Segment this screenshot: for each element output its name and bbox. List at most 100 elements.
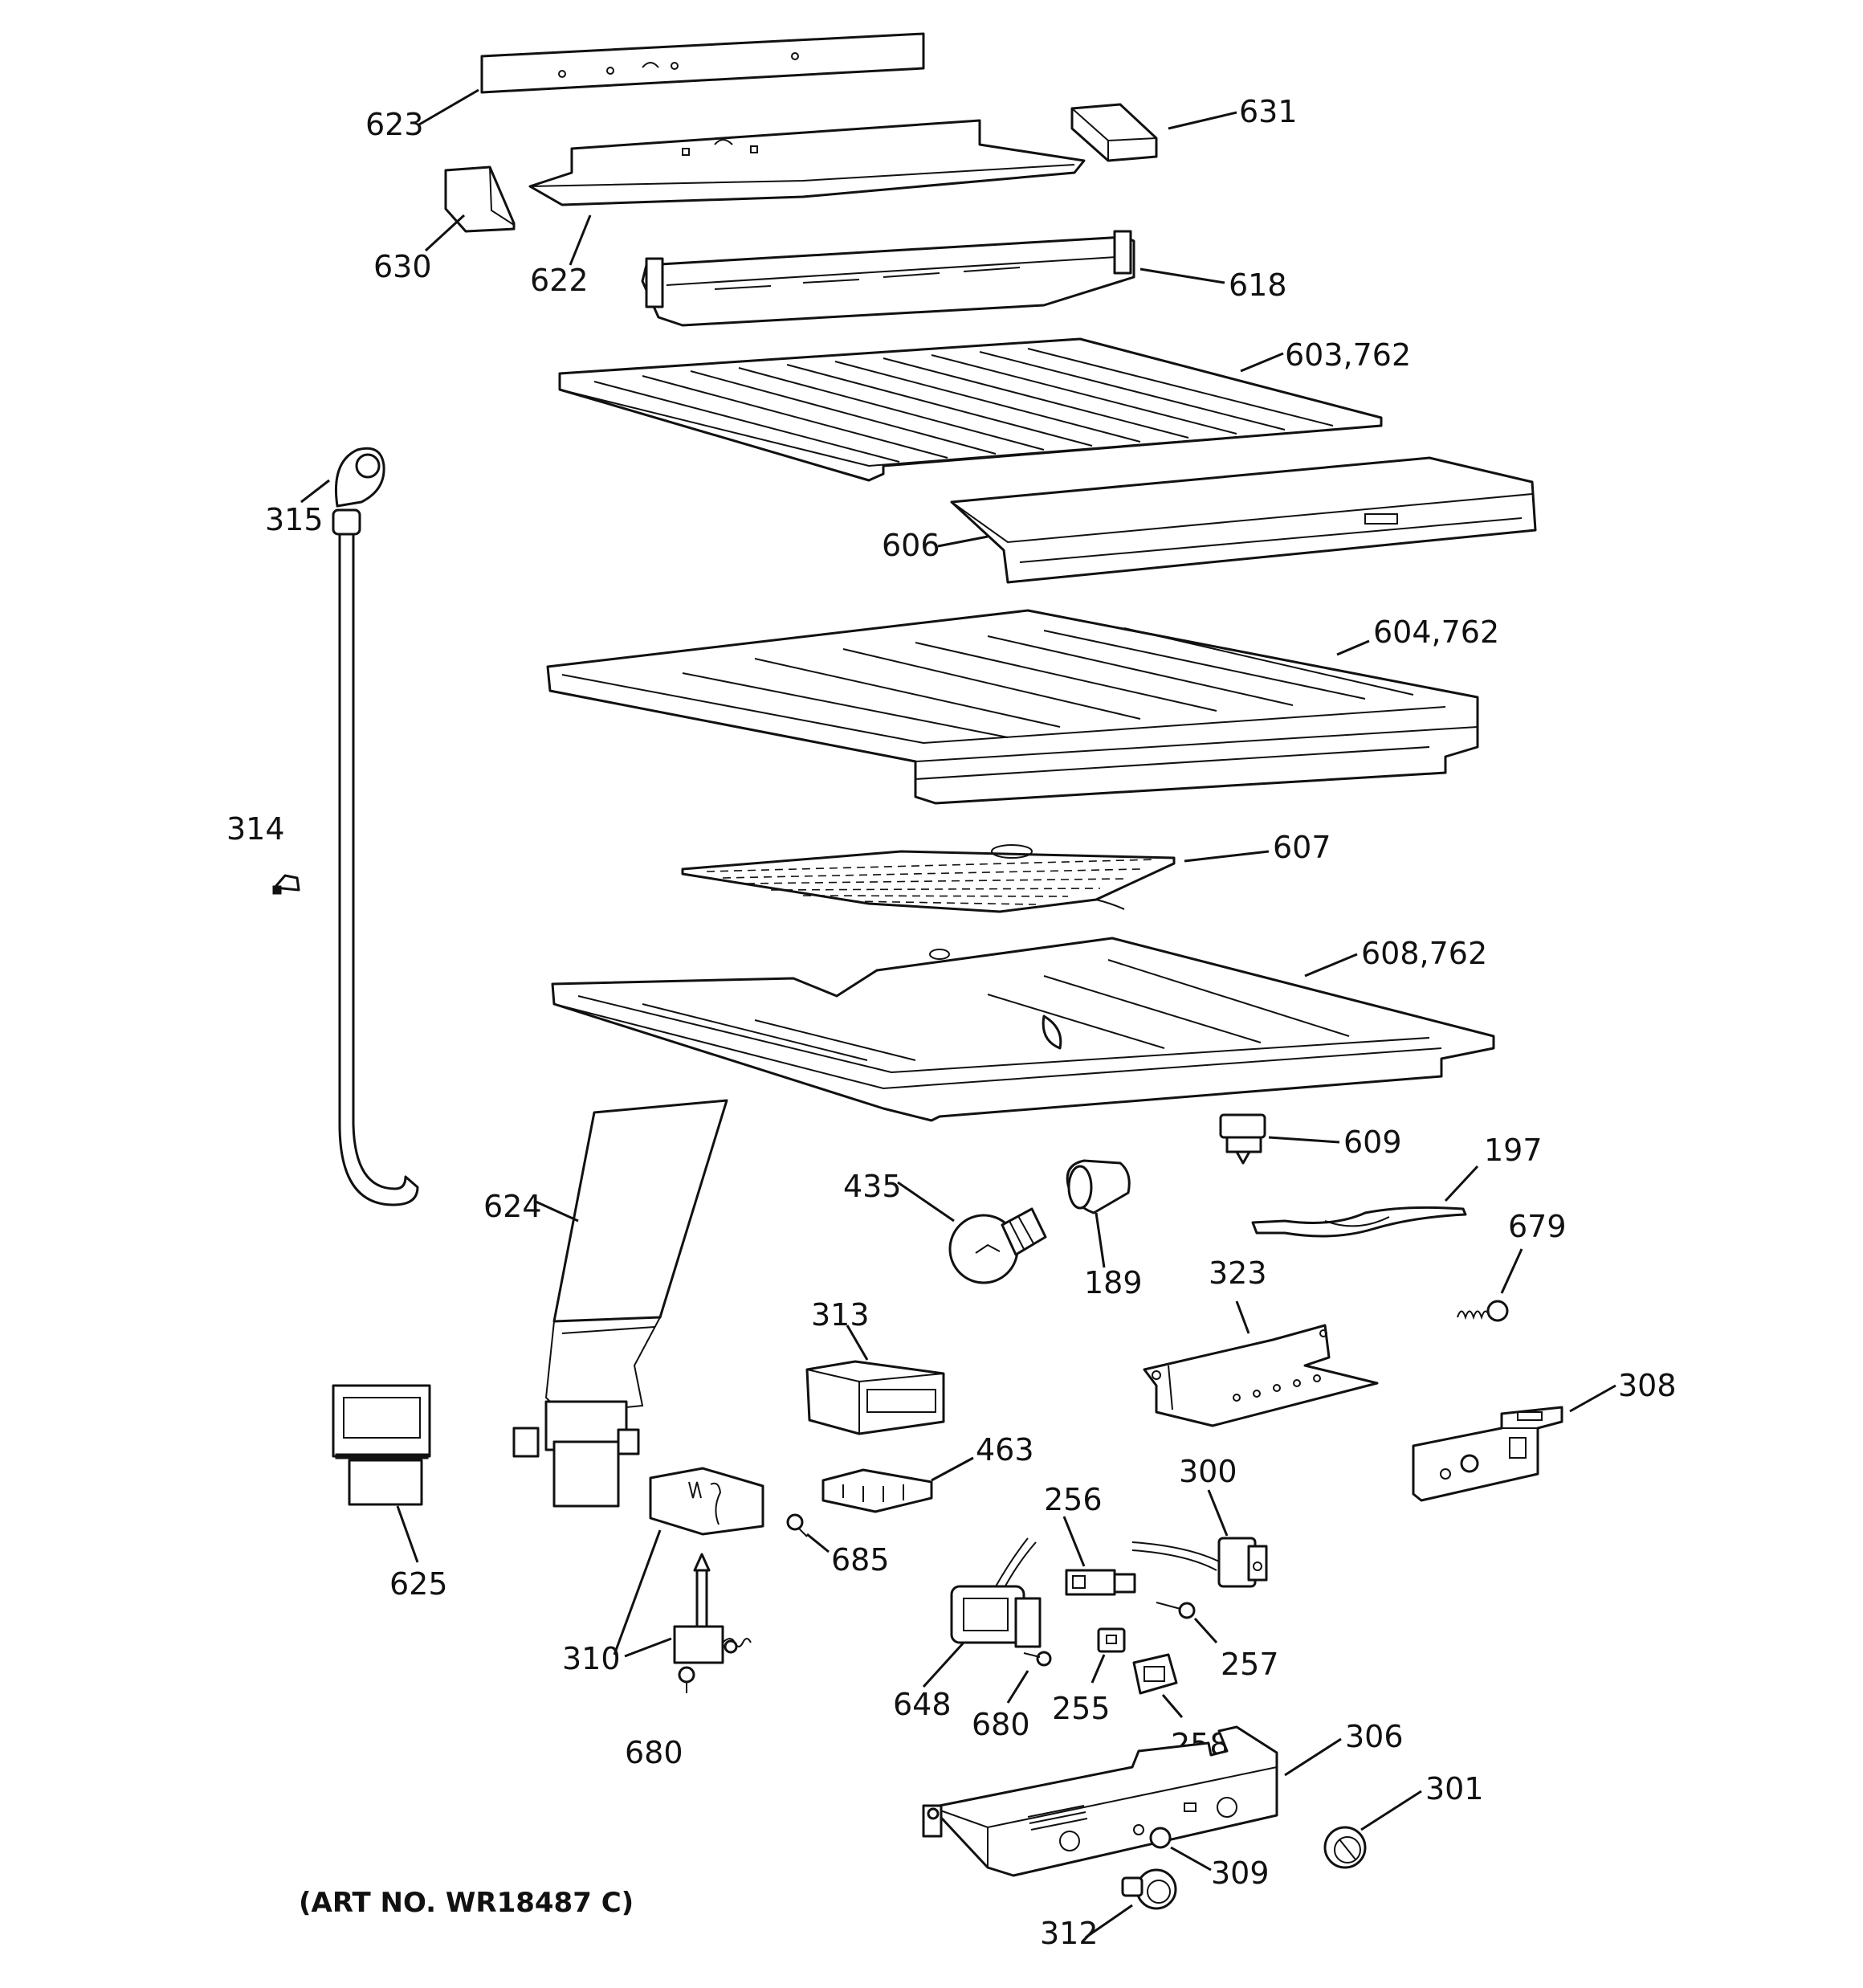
part-256-switch: [1065, 1569, 1136, 1596]
leader-679: [1500, 1248, 1523, 1294]
part-624-damper-duct: [512, 1099, 728, 1508]
leader-256: [1062, 1516, 1086, 1567]
leader-630: [424, 214, 466, 252]
leader-313: [846, 1325, 869, 1361]
callout-680-left: 680: [625, 1735, 683, 1770]
callout-256: 256: [1044, 1482, 1103, 1517]
callout-603: 603,762: [1285, 337, 1411, 373]
leader-310a: [613, 1529, 662, 1655]
leader-255: [1090, 1654, 1106, 1684]
part-648-motor: [950, 1537, 1042, 1648]
part-189-socket: [1066, 1159, 1131, 1214]
leader-300: [1207, 1489, 1229, 1537]
leader-603: [1240, 352, 1284, 373]
leader-309: [1170, 1846, 1212, 1872]
callout-648: 648: [893, 1687, 952, 1722]
callout-631: 631: [1239, 94, 1298, 129]
leader-306: [1284, 1737, 1342, 1777]
part-680-screw-right: [1023, 1651, 1052, 1667]
part-604-shelf-frame: [546, 609, 1479, 805]
callout-685: 685: [831, 1542, 890, 1578]
part-323-bracket: [1143, 1324, 1379, 1427]
leader-625: [396, 1505, 419, 1563]
part-463-grille: [821, 1468, 933, 1513]
part-309-insert: [1149, 1827, 1172, 1849]
leader-609: [1268, 1136, 1340, 1144]
callout-314: 314: [226, 811, 285, 847]
part-301-knob: [1323, 1826, 1367, 1869]
leader-618: [1139, 267, 1225, 284]
callout-607: 607: [1273, 830, 1331, 865]
callout-323: 323: [1209, 1255, 1267, 1291]
part-257-screw: [1156, 1602, 1196, 1619]
callout-623: 623: [365, 107, 424, 142]
part-197-sensor: [1251, 1206, 1467, 1238]
callout-622: 622: [530, 263, 589, 298]
part-631-end-cap: [1070, 103, 1158, 162]
callout-609: 609: [1343, 1125, 1402, 1160]
part-680-screw-left: [678, 1666, 695, 1693]
leader-604: [1336, 639, 1370, 656]
leader-435: [897, 1181, 955, 1223]
leader-685: [806, 1533, 830, 1553]
part-310-thermostat: [649, 1467, 764, 1664]
leader-197: [1444, 1165, 1479, 1202]
callout-189: 189: [1084, 1265, 1143, 1300]
callout-197: 197: [1484, 1133, 1543, 1168]
callout-312: 312: [1040, 1916, 1099, 1951]
leader-608: [1304, 953, 1358, 978]
part-685-screw: [786, 1513, 808, 1537]
leader-315: [300, 479, 330, 504]
callout-606: 606: [882, 528, 940, 563]
leader-310b: [624, 1637, 672, 1658]
leader-189: [1095, 1212, 1106, 1268]
part-607-liner: [681, 844, 1176, 913]
callout-463: 463: [976, 1432, 1034, 1468]
leader-631: [1168, 111, 1237, 130]
part-300-switch: [1131, 1537, 1268, 1588]
part-608-crisper-cover: [551, 937, 1495, 1122]
part-312-knob: [1121, 1868, 1177, 1910]
part-623-trim-strip: [480, 32, 925, 94]
part-308-control-plate: [1412, 1406, 1563, 1502]
leader-606: [937, 535, 989, 548]
callout-679: 679: [1508, 1209, 1567, 1244]
part-258-button: [1132, 1653, 1178, 1695]
part-313-cover-box: [805, 1360, 945, 1435]
leader-680-right: [1006, 1670, 1029, 1704]
leader-301: [1360, 1790, 1422, 1831]
callout-435: 435: [843, 1169, 902, 1204]
part-255-cap: [1097, 1627, 1126, 1653]
callout-630: 630: [373, 249, 432, 284]
leader-607: [1184, 850, 1270, 863]
leader-648: [922, 1641, 965, 1688]
callout-608: 608,762: [1361, 936, 1487, 971]
leader-624: [533, 1199, 579, 1223]
callout-257: 257: [1221, 1647, 1279, 1682]
callout-313: 313: [811, 1297, 870, 1333]
part-306-control-housing: [922, 1725, 1278, 1877]
callout-310: 310: [562, 1641, 621, 1676]
part-625-housing: [332, 1384, 431, 1506]
art-number-label: (ART NO. WR18487 C): [299, 1887, 634, 1919]
part-618-bracket: [641, 230, 1135, 327]
callout-309: 309: [1211, 1855, 1270, 1891]
callout-618: 618: [1229, 267, 1287, 303]
callout-308: 308: [1618, 1368, 1677, 1403]
callout-306: 306: [1345, 1719, 1404, 1754]
callout-625: 625: [389, 1566, 448, 1602]
part-435-light-bulb: [948, 1207, 1047, 1284]
callout-680-right: 680: [972, 1707, 1030, 1742]
part-314-clip: [272, 874, 300, 895]
leader-623: [418, 88, 479, 126]
callout-315: 315: [265, 502, 324, 537]
part-603-ribbed-shelf: [558, 337, 1383, 482]
part-622-cover: [528, 119, 1086, 206]
part-609-fastener: [1219, 1113, 1266, 1165]
leader-308: [1569, 1384, 1616, 1413]
callout-300: 300: [1179, 1454, 1237, 1489]
leader-323: [1235, 1300, 1250, 1334]
callout-301: 301: [1425, 1771, 1484, 1806]
callout-255: 255: [1052, 1691, 1111, 1726]
